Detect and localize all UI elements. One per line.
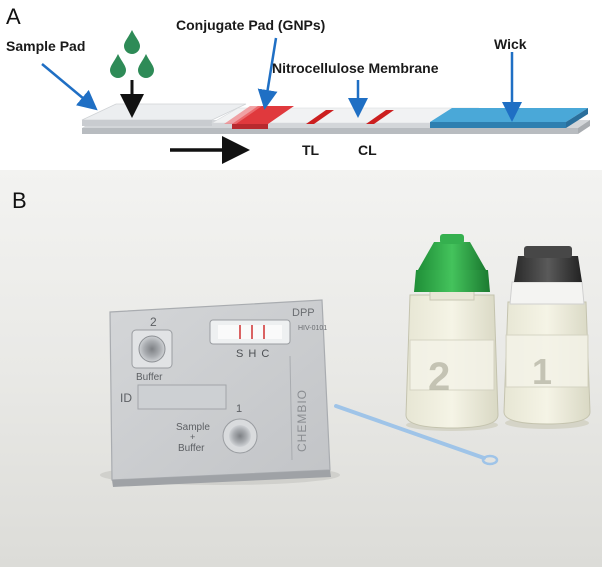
- conjugate-pad: [224, 106, 294, 129]
- conjugate-pad-pointer-arrow: [257, 37, 278, 110]
- sample-pad-label: Sample Pad: [6, 38, 86, 54]
- panel-b-letter: B: [12, 188, 27, 213]
- conjugate-pad-label: Conjugate Pad (GNPs): [176, 17, 326, 33]
- sample-pad-pointer-arrow: [41, 63, 98, 111]
- device-photo-svg: 2 Buffer S H C DPP HIV-0101 ID 1 Sample …: [0, 170, 602, 567]
- buffer-bottle-1: [503, 246, 591, 429]
- panel-a-lateral-flow-diagram: A: [0, 0, 602, 170]
- well-1-label-line3: Buffer: [178, 443, 205, 454]
- well-1-label-line1: Sample: [176, 422, 210, 433]
- brand-sub: HIV-0101: [298, 325, 327, 332]
- test-line: [306, 110, 334, 124]
- id-box: [137, 384, 227, 410]
- control-line: [366, 110, 394, 124]
- lateral-flow-strip-svg: [41, 30, 590, 164]
- well-1-label-line2: +: [190, 432, 195, 442]
- buffer-bottle-2: [405, 234, 499, 431]
- bottle-1-number: 1: [532, 351, 552, 392]
- window-letters: S H C: [236, 348, 270, 360]
- bottle-2-number: 2: [428, 355, 450, 399]
- sample-well-1: [222, 418, 258, 454]
- panel-b-device-photo: 2 Buffer S H C DPP HIV-0101 ID 1 Sample …: [0, 170, 602, 567]
- well-2-number: 2: [150, 315, 157, 329]
- sample-drops-icon: [110, 30, 154, 78]
- vertical-brand: CHEMBIO: [295, 389, 309, 452]
- panel-a-letter: A: [6, 4, 21, 29]
- well-1-number: 1: [236, 403, 242, 415]
- brand-top: DPP: [292, 307, 315, 319]
- wick-label: Wick: [494, 36, 527, 52]
- id-label: ID: [120, 391, 132, 405]
- buffer-well-2: [131, 329, 173, 369]
- test-cassette: [109, 299, 331, 487]
- wick-pad: [430, 108, 588, 128]
- sample-loop: [334, 404, 499, 466]
- result-window: [209, 319, 291, 345]
- test-line-label: TL: [302, 142, 320, 158]
- nitrocellulose-label: Nitrocellulose Membrane: [272, 60, 439, 76]
- well-2-label: Buffer: [136, 372, 163, 383]
- control-line-label: CL: [358, 142, 377, 158]
